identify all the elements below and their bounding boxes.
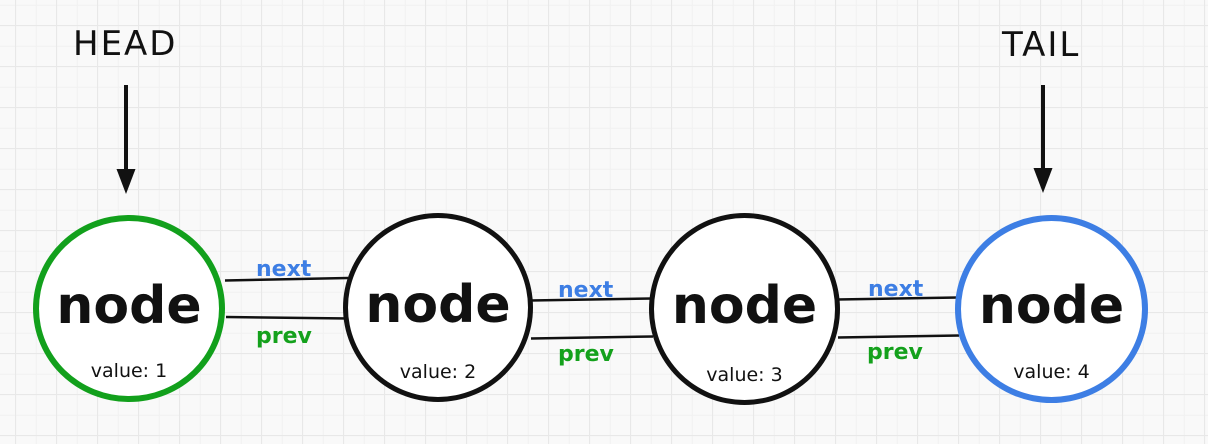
node-title: node (56, 275, 202, 336)
list-node-2: node value: 2 (343, 213, 533, 402)
prev-link-line (225, 315, 350, 320)
node-value: value: 2 (399, 361, 477, 383)
head-arrow (116, 85, 136, 194)
list-node-3: node value: 3 (649, 213, 840, 405)
next-link-label: next (868, 277, 924, 302)
next-link-line (529, 297, 653, 302)
head-pointer-label: HEAD (73, 24, 178, 64)
prev-link-line (530, 335, 654, 340)
node-title: node (365, 274, 511, 335)
next-link-label: next (558, 278, 614, 303)
prev-link-line (837, 334, 960, 339)
prev-link-label: prev (867, 340, 923, 365)
node-title: node (978, 275, 1125, 336)
next-link-label: next (256, 257, 312, 282)
list-node-4: node value: 4 (955, 215, 1148, 403)
node-value: value: 3 (706, 364, 783, 386)
prev-link-label: prev (256, 324, 312, 349)
list-node-1: node value: 1 (33, 215, 225, 402)
node-value: value: 4 (1013, 361, 1090, 383)
next-link-line (224, 276, 349, 282)
node-title: node (671, 275, 818, 336)
tail-arrow (1033, 85, 1053, 193)
node-value: value: 1 (90, 360, 168, 382)
tail-pointer-label: TAIL (1002, 25, 1081, 65)
prev-link-label: prev (558, 342, 614, 367)
next-link-line (836, 296, 959, 301)
